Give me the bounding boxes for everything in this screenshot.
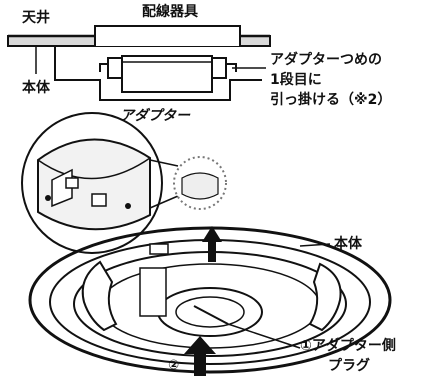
body-label-bottom: 本体 — [334, 236, 362, 252]
adapter-zoom-inset — [21, 112, 163, 254]
wiring-fixture-shape — [94, 25, 241, 46]
claw-note-line1: アダプターつめの — [270, 52, 382, 68]
adapter-label: アダプター — [120, 108, 190, 124]
claw-note: アダプターつめの 1段目に 引っ掛ける（※2） — [270, 52, 391, 108]
up-arrow-bottom — [184, 336, 216, 376]
plug-label-line2: プラグ — [328, 358, 370, 374]
small-adapter-circle — [173, 156, 227, 210]
step2-marker: ② — [168, 358, 180, 373]
wiring-fixture-label: 配線器具 — [142, 4, 198, 20]
claw-note-line2: 1段目に — [270, 72, 322, 88]
claw-note-frame — [266, 49, 414, 117]
claw-note-line3: 引っ掛ける（※2） — [270, 92, 392, 108]
plug-label-line1: ①アダプター側 — [300, 338, 396, 354]
light-body-ring — [28, 226, 392, 374]
body-label-top: 本体 — [22, 80, 50, 96]
up-arrow-large — [202, 226, 222, 262]
hands — [81, 260, 342, 332]
cross-section — [7, 25, 271, 101]
ceiling-label: 天井 — [22, 10, 50, 26]
body-outline — [54, 46, 262, 101]
